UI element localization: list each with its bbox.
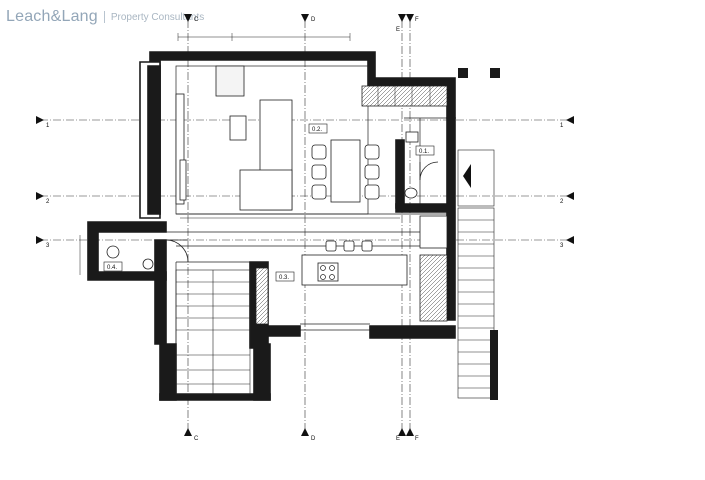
- axis-label: C: [194, 17, 199, 23]
- kitchen-island: [301, 240, 408, 286]
- room-label: 0.4.: [107, 265, 117, 271]
- tall-unit: [419, 215, 448, 249]
- room-label: 0.3.: [279, 275, 289, 281]
- brand-tagline: Property Consultants: [110, 11, 205, 23]
- axis-label: E: [396, 27, 400, 33]
- railing-post: [490, 68, 500, 78]
- header: Leach&Lang Property Consultants: [6, 4, 204, 30]
- brand-logo: Leach&Lang: [6, 8, 98, 25]
- wall-pier: [255, 267, 269, 325]
- axis-labels: C D E F C D E F 1 2 3 1 2 3: [46, 17, 564, 442]
- dining-table: [311, 139, 380, 203]
- axis-label: F: [415, 17, 419, 23]
- axis-label: 2: [46, 199, 50, 205]
- wc-fixtures-small: [106, 239, 189, 270]
- axis-label: E: [396, 436, 400, 442]
- wc-fixtures: [404, 131, 439, 199]
- kitchen-counter-top: [361, 85, 448, 107]
- axis-label: F: [415, 436, 419, 442]
- axis-label: 1: [46, 123, 50, 129]
- room-label: 0.2.: [312, 127, 322, 133]
- axis-label: C: [194, 436, 199, 442]
- axis-label: D: [311, 17, 316, 23]
- room-labels: 0.2. 0.1. 0.3. 0.4.: [103, 123, 435, 282]
- railing-post: [490, 330, 498, 400]
- railing-post: [458, 68, 468, 78]
- axis-markers: [36, 14, 574, 436]
- axis-label: 3: [46, 243, 50, 249]
- external-stairs: [457, 149, 495, 399]
- room-label: 0.1.: [419, 149, 429, 155]
- axis-label: 2: [560, 199, 564, 205]
- kitchen-counter-right: [419, 254, 448, 322]
- axis-label: 1: [560, 123, 564, 129]
- living-furniture: [175, 65, 293, 211]
- axis-label: D: [311, 436, 316, 442]
- hob: [320, 265, 335, 280]
- main-stairs: [175, 269, 251, 395]
- brand-separator: [103, 11, 105, 23]
- axis-label: 3: [560, 243, 564, 249]
- entrance-arrow-icon: [463, 164, 471, 188]
